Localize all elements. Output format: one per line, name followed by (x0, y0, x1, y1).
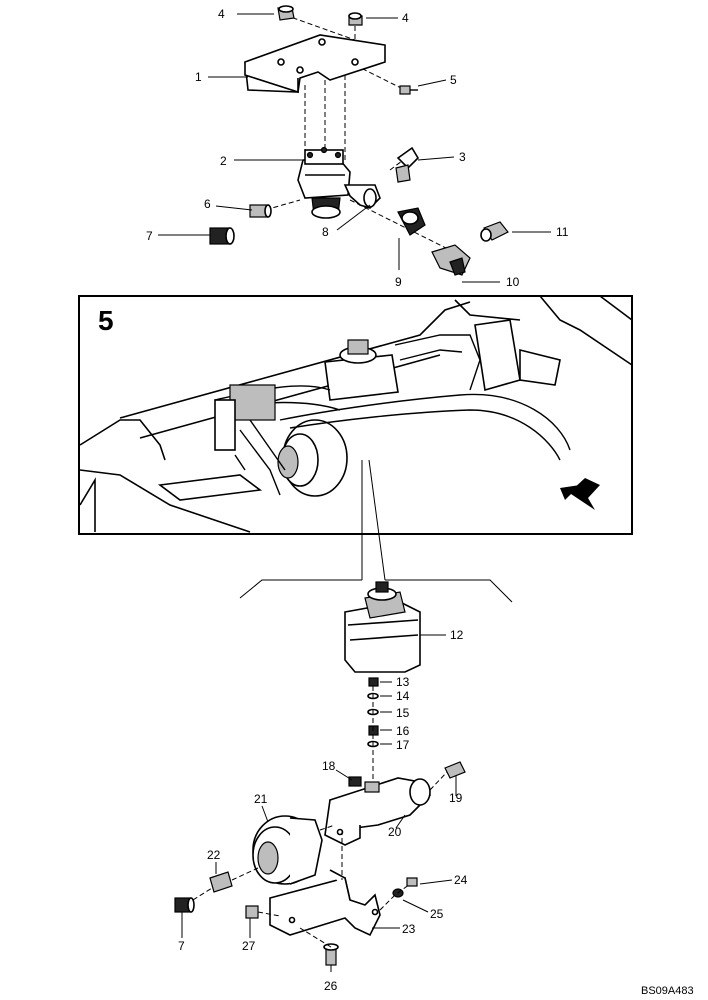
bolt-part-26 (299, 927, 339, 966)
nut-part-24 (406, 877, 418, 887)
callout-7-bottom: 7 (178, 939, 185, 953)
callout-4-left: 4 (218, 7, 225, 21)
reference-code: BS09A483 (641, 985, 694, 997)
callout-26: 26 (324, 979, 338, 993)
callout-15: 15 (396, 706, 410, 720)
callout-13: 13 (396, 675, 410, 689)
callout-8: 8 (322, 225, 329, 239)
callout-20: 20 (388, 825, 402, 839)
nut-part-4-right (348, 12, 363, 26)
callout-12: 12 (450, 628, 464, 642)
tee-part-10 (431, 244, 471, 276)
fitting-part-8 (343, 184, 381, 209)
bracket-part-23 (269, 830, 381, 937)
callout-1: 1 (195, 70, 202, 84)
fitting-part-9 (397, 207, 426, 236)
fitting-part-11 (480, 221, 509, 242)
brake-booster-part-21 (252, 815, 336, 885)
fitting-part-6 (249, 204, 272, 218)
callout-18: 18 (322, 759, 336, 773)
fitting-part-7-top (209, 227, 235, 245)
fitting-part-18 (348, 776, 362, 787)
callout-7-top: 7 (146, 229, 153, 243)
callout-4-right: 4 (402, 11, 409, 25)
fitting-part-22 (209, 867, 259, 893)
direction-arrow-icon (565, 478, 600, 510)
callout-14: 14 (396, 689, 410, 703)
callout-22: 22 (207, 848, 221, 862)
callout-21: 21 (254, 792, 268, 806)
callout-11: 11 (556, 225, 569, 239)
fitting-part-7-bottom (174, 887, 213, 913)
callout-19: 19 (449, 791, 463, 805)
callout-6: 6 (204, 197, 211, 211)
fitting-part-19 (429, 761, 466, 791)
fitting-part-3 (395, 146, 420, 183)
callout-labels: 4 4 1 5 2 3 6 7 8 9 10 11 12 13 14 15 16… (146, 7, 569, 993)
callout-16: 16 (396, 724, 410, 738)
reservoir-part-12 (344, 581, 421, 673)
callout-25: 25 (430, 907, 444, 921)
callout-24: 24 (454, 873, 468, 887)
callout-2: 2 (220, 154, 227, 168)
callout-23: 23 (402, 922, 416, 936)
callout-10: 10 (506, 275, 520, 289)
upper-assembly (209, 5, 509, 276)
callout-17: 17 (396, 738, 410, 752)
top-leader-lines (158, 13, 551, 283)
master-cylinder-part-20 (324, 777, 432, 846)
callout-5: 5 (450, 73, 457, 87)
nut-part-4-left (277, 5, 295, 21)
seals-parts-13-17 (367, 677, 379, 790)
inset-label: 5 (98, 305, 114, 336)
nut-part-27 (245, 905, 281, 919)
screw-part-5 (399, 85, 418, 95)
valve-part-2 (297, 146, 351, 219)
inset-view-5: 5 (78, 295, 633, 581)
callout-27: 27 (242, 939, 256, 953)
callout-3: 3 (459, 150, 466, 164)
lower-assembly (174, 581, 466, 966)
bracket-part-1 (244, 34, 386, 94)
washer-part-25 (379, 883, 411, 911)
callout-9: 9 (395, 275, 402, 289)
bottom-leader-lines (181, 634, 457, 972)
detail-expansion-bracket (239, 579, 513, 603)
